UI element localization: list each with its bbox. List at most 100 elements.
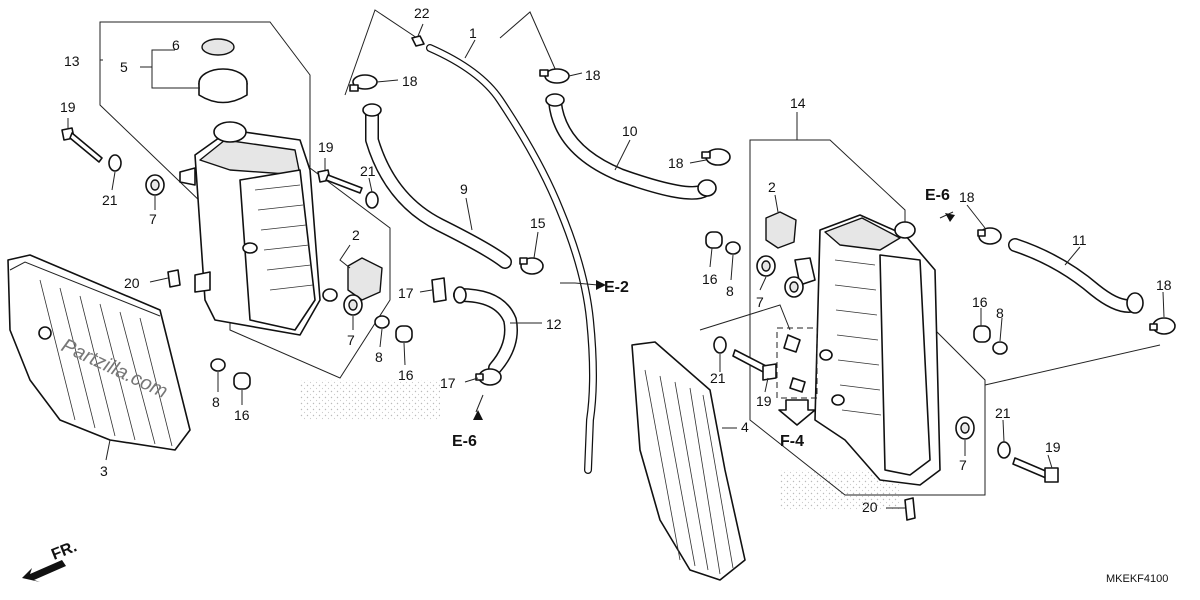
leader-frame — [499, 11, 561, 81]
grommet-7[interactable] — [343, 294, 363, 316]
leader-frame — [699, 304, 791, 331]
hose-9[interactable] — [362, 103, 512, 269]
callout-1: 1 — [469, 25, 477, 41]
bolt-19[interactable] — [732, 349, 777, 381]
collar-8[interactable] — [374, 315, 390, 329]
hose-clamp-17[interactable] — [475, 368, 502, 386]
bolt-19[interactable] — [1012, 457, 1059, 483]
hose-10[interactable] — [545, 93, 717, 200]
fitting — [783, 334, 801, 353]
callout-18: 18 — [668, 155, 684, 171]
rubber-mount-2[interactable] — [347, 257, 383, 301]
callout-19: 19 — [1045, 439, 1061, 455]
rubber-16[interactable] — [233, 372, 251, 390]
collar-8[interactable] — [725, 241, 741, 255]
callout-18: 18 — [585, 67, 601, 83]
f4-detail-frame — [776, 327, 818, 399]
arrow-e6-left — [473, 410, 483, 420]
arrow-e6-right — [945, 213, 955, 222]
ref-e6-left[interactable]: E-6 — [452, 433, 477, 450]
rubber-16[interactable] — [395, 325, 413, 343]
ref-e6-right[interactable]: E-6 — [925, 187, 950, 204]
grommet-7[interactable] — [955, 416, 975, 440]
hose-clamp-18[interactable] — [701, 148, 731, 166]
bolt-19[interactable] — [61, 127, 103, 163]
callout-9: 9 — [460, 181, 468, 197]
right-shroud[interactable] — [631, 341, 746, 581]
callout-20: 20 — [124, 275, 140, 291]
callout-20: 20 — [862, 499, 878, 515]
hose-clamp-18[interactable] — [1149, 317, 1176, 335]
clip-20[interactable] — [167, 269, 181, 288]
clip-20[interactable] — [904, 497, 916, 521]
grommet-7[interactable] — [784, 276, 804, 298]
washer-21[interactable] — [108, 154, 122, 172]
f4-arrow — [778, 399, 816, 426]
grommet-7[interactable] — [145, 174, 165, 196]
washer-21[interactable] — [713, 336, 727, 354]
callout-2: 2 — [768, 179, 776, 195]
hose-1[interactable] — [426, 44, 597, 474]
callout-21: 21 — [360, 163, 376, 179]
group-outline-right — [749, 139, 986, 496]
rubber-16[interactable] — [973, 325, 991, 343]
callout-17: 17 — [440, 375, 456, 391]
leader-lines — [67, 23, 1165, 509]
callout-21: 21 — [102, 192, 118, 208]
callout-19: 19 — [318, 139, 334, 155]
hose-clamp-18[interactable] — [539, 68, 570, 84]
callout-7: 7 — [149, 211, 157, 227]
callout-7: 7 — [347, 332, 355, 348]
hose-clamp-15[interactable] — [519, 257, 544, 275]
callout-11: 11 — [1072, 232, 1087, 248]
rubber-mount-2[interactable] — [765, 211, 797, 249]
radiator-cap-body — [198, 83, 248, 104]
callout-16: 16 — [972, 294, 988, 310]
hose-clamp-18[interactable] — [349, 74, 378, 92]
callout-16: 16 — [234, 407, 250, 423]
callout-6: 6 — [172, 37, 180, 53]
callout-8: 8 — [212, 394, 220, 410]
callout-7: 7 — [756, 294, 764, 310]
callout-labels: 13 5 6 19 21 7 20 3 8 16 7 8 16 2 18 22 … — [60, 5, 1172, 515]
callout-5: 5 — [120, 59, 128, 75]
washer-21[interactable] — [365, 191, 379, 209]
collar-8[interactable] — [992, 341, 1008, 355]
callout-12: 12 — [546, 316, 562, 332]
left-shroud[interactable] — [7, 254, 191, 451]
rubber-16[interactable] — [705, 231, 723, 249]
diagram-code: MKEKF4100 — [1106, 573, 1168, 585]
clamp-22[interactable] — [411, 35, 425, 47]
bolt-19[interactable] — [317, 169, 363, 194]
callout-17: 17 — [398, 285, 414, 301]
cap-seal[interactable] — [201, 38, 235, 56]
callout-21: 21 — [710, 370, 726, 386]
callout-14: 14 — [790, 95, 806, 111]
collar-8[interactable] — [210, 358, 226, 372]
callout-19: 19 — [756, 393, 772, 409]
right-radiator — [794, 214, 941, 486]
hose-12[interactable] — [453, 286, 518, 375]
callout-21: 21 — [995, 405, 1011, 421]
group-outline-left — [99, 21, 391, 379]
callout-19: 19 — [60, 99, 76, 115]
grommet-7[interactable] — [756, 255, 776, 277]
ref-f4[interactable]: F-4 — [780, 433, 804, 450]
ref-e2[interactable]: E-2 — [604, 279, 629, 296]
leader-frame — [344, 9, 421, 96]
hose-clamp-18[interactable] — [977, 227, 1002, 245]
leader-frame — [984, 344, 1161, 386]
shading-area — [300, 380, 440, 420]
callout-8: 8 — [726, 283, 734, 299]
arrow-e2 — [596, 280, 606, 290]
callout-16: 16 — [702, 271, 718, 287]
direction-label: FR. — [49, 538, 79, 563]
hose-clamp-17[interactable] — [431, 277, 447, 303]
hose-11[interactable] — [1008, 238, 1144, 314]
callout-10: 10 — [622, 123, 638, 139]
callout-8: 8 — [375, 349, 383, 365]
washer-21[interactable] — [997, 441, 1011, 459]
callout-13: 13 — [64, 53, 80, 69]
